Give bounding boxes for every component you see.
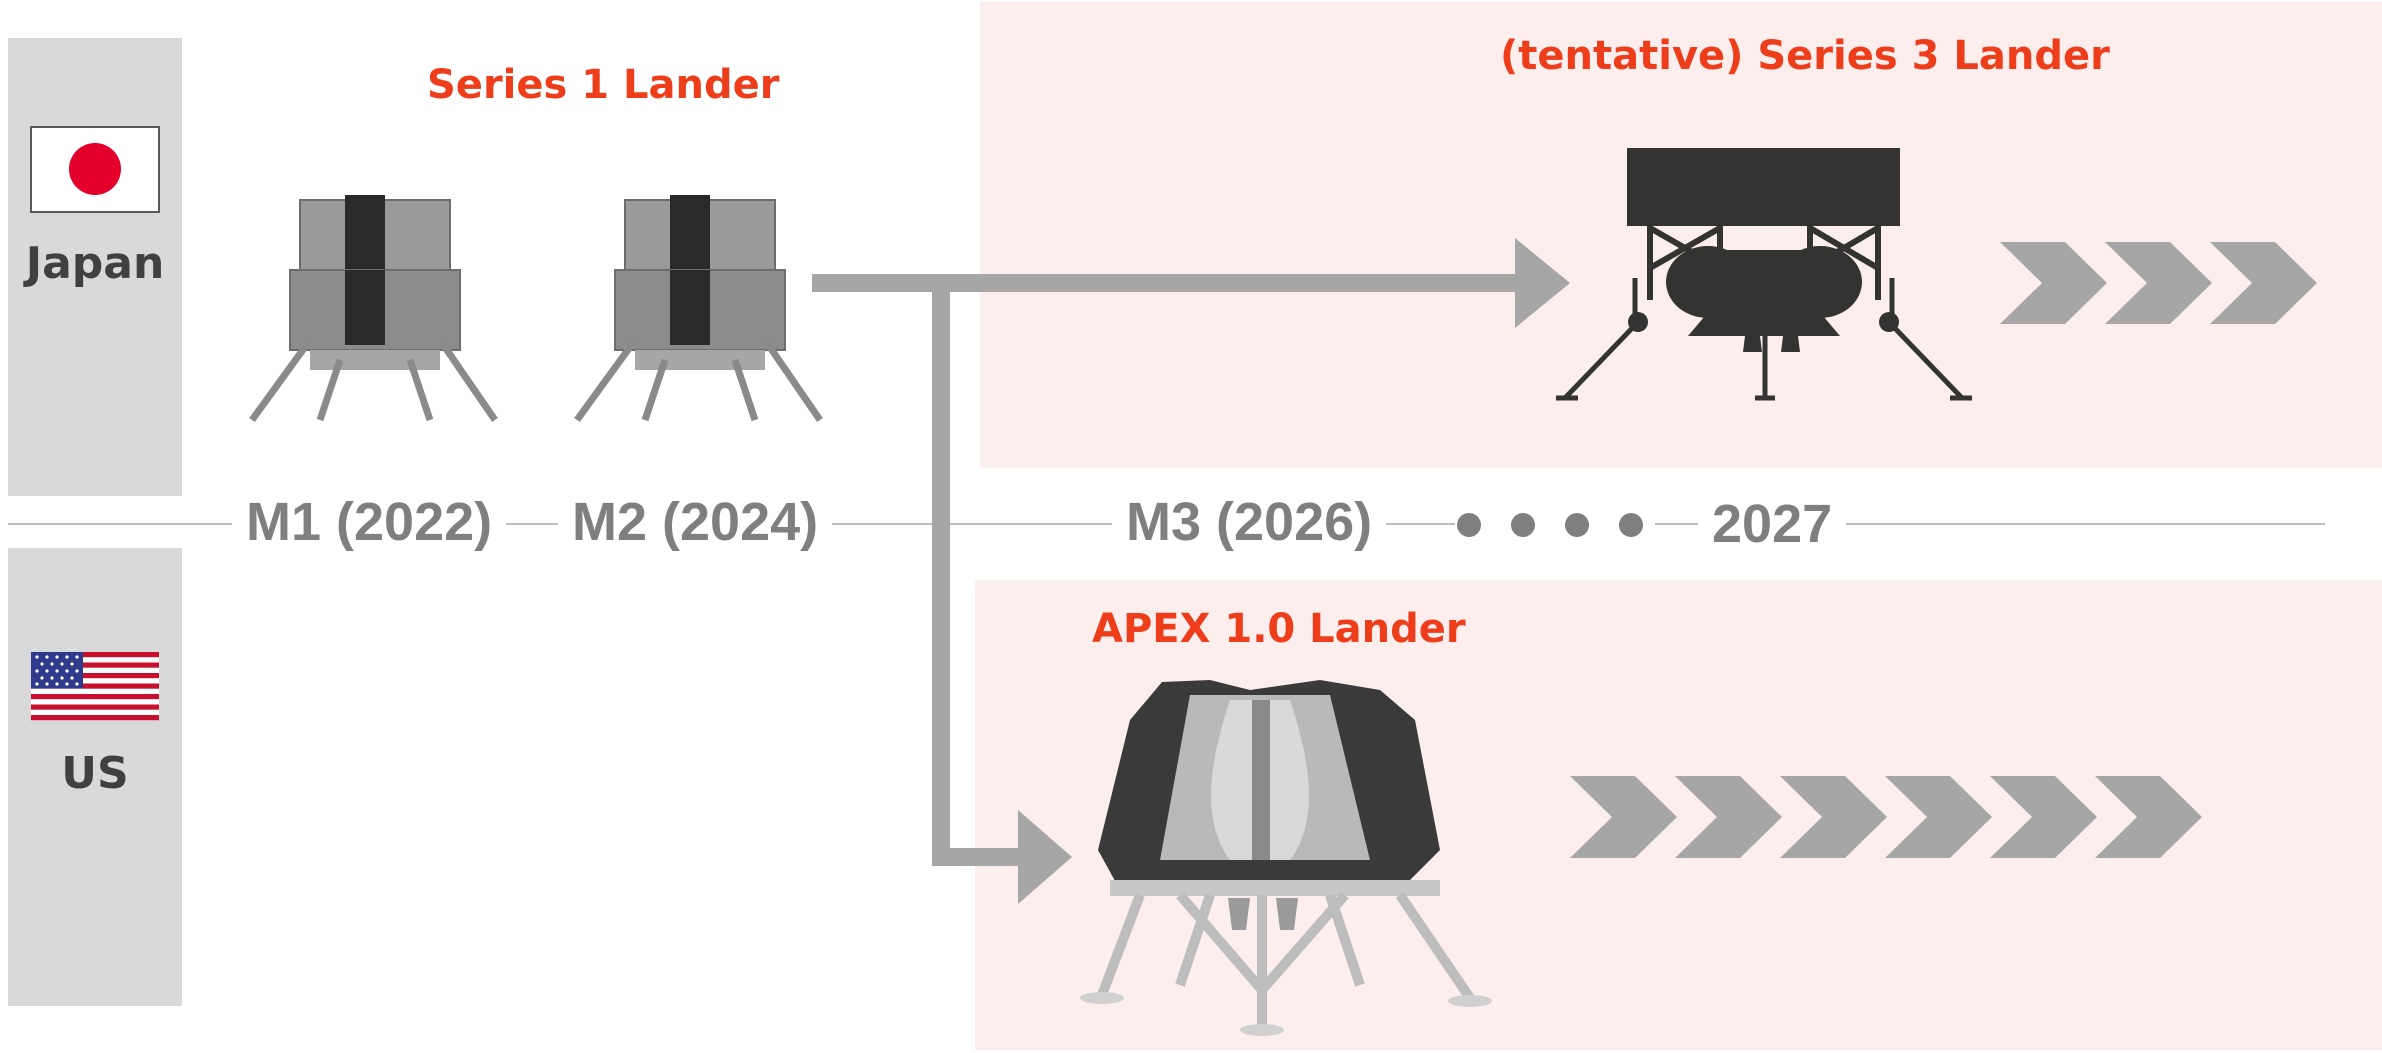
- us-flag-icon: [31, 652, 159, 721]
- arrow-to-series3: [812, 238, 1570, 328]
- japan-label: Japan: [25, 238, 165, 289]
- arrow-to-apex: [932, 274, 1072, 904]
- us-sidebar: [8, 548, 182, 1006]
- milestone-m2: M2 (2024): [558, 492, 833, 552]
- us-label: US: [61, 748, 129, 799]
- milestone-m3: M3 (2026): [1112, 492, 1387, 552]
- chevrons-japan: [2000, 242, 2317, 324]
- series1-lander-m1-image: [249, 195, 498, 423]
- apex-lander-image: [1080, 680, 1492, 1036]
- timeline-ellipsis: [1455, 510, 1655, 540]
- apex-title: APEX 1.0 Lander: [1092, 606, 1466, 652]
- milestone-2027: 2027: [1698, 494, 1847, 554]
- series3-lander-silhouette: [1556, 148, 1972, 401]
- japan-flag-icon: [30, 126, 160, 213]
- series1-lander-m2-image: [574, 195, 823, 423]
- series3-title: (tentative) Series 3 Lander: [1500, 33, 2110, 79]
- japan-sidebar: [8, 38, 182, 496]
- milestone-m1: M1 (2022): [232, 492, 507, 552]
- chevrons-us: [1570, 776, 2202, 858]
- series1-title: Series 1 Lander: [427, 62, 780, 108]
- japan-future-region: [980, 2, 2382, 468]
